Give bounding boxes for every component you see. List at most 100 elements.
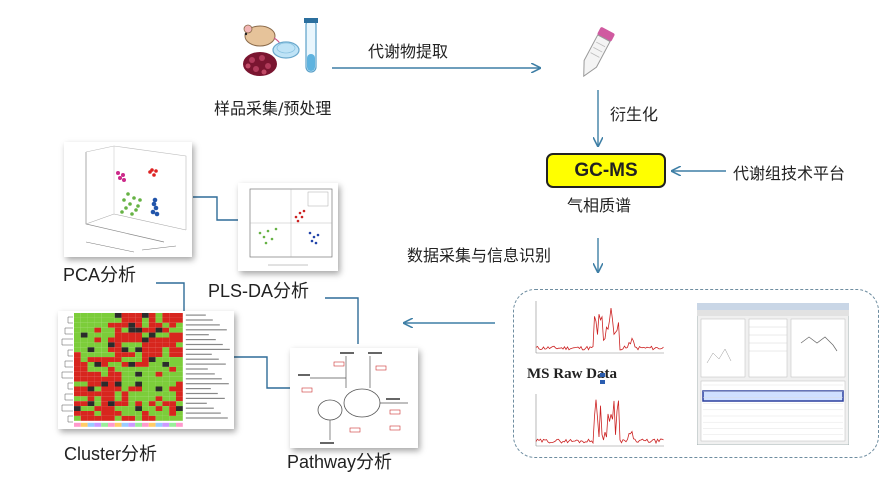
heatmap-cell xyxy=(80,406,88,411)
centrifuge-tube-icon xyxy=(583,27,615,78)
heatmap-cell xyxy=(176,322,183,328)
heatmap-cell xyxy=(101,327,108,333)
heatmap-cell xyxy=(101,381,108,387)
heatmap-cell xyxy=(121,357,129,362)
heatmap-cell xyxy=(176,391,183,397)
heatmap-cell xyxy=(94,362,102,367)
heatmap-cell xyxy=(155,386,163,392)
heatmap-cell xyxy=(128,357,136,362)
heatmap-cell xyxy=(162,313,170,318)
heatmap-cell xyxy=(114,396,122,402)
heatmap-cell xyxy=(80,366,88,372)
heatmap-cell xyxy=(128,376,136,382)
heatmap-cell xyxy=(142,357,149,362)
heatmap-cell xyxy=(108,406,115,411)
heatmap-cell xyxy=(142,371,149,377)
plsda-plot-thumbnail xyxy=(238,183,338,271)
heatmap-cell xyxy=(87,342,95,348)
heatmap-cell xyxy=(108,327,115,333)
heatmap-cell xyxy=(176,352,183,358)
heatmap-cell xyxy=(94,332,102,338)
heatmap-cell xyxy=(155,381,163,387)
heatmap-cell xyxy=(169,396,176,402)
heatmap-cell xyxy=(87,347,95,353)
heatmap-cell xyxy=(148,386,156,392)
heatmap-cell xyxy=(114,386,122,392)
heatmap-cell xyxy=(176,347,183,353)
heatmap-cell xyxy=(87,376,95,382)
heatmap-cell xyxy=(135,376,142,382)
heatmap-cell xyxy=(176,406,183,411)
heatmap-cell xyxy=(142,332,149,338)
heatmap-cell xyxy=(176,327,183,333)
heatmap-cell xyxy=(155,352,163,358)
heatmap-cell xyxy=(74,406,81,411)
heatmap-cell xyxy=(169,381,176,387)
heatmap-cell xyxy=(108,322,115,328)
heatmap-cell xyxy=(135,386,142,392)
heatmap-cell xyxy=(74,347,81,353)
heatmap-cell xyxy=(155,317,163,323)
heatmap-cell xyxy=(80,337,88,343)
heatmap-cell xyxy=(162,386,170,392)
heatmap-cell xyxy=(128,386,136,392)
heatmap-cell xyxy=(121,327,129,333)
heatmap-cell xyxy=(80,415,88,421)
heatmap-cell xyxy=(108,415,115,421)
heatmap-cell xyxy=(94,313,102,318)
heatmap-cell xyxy=(74,386,81,392)
heatmap-cell xyxy=(80,352,88,358)
heatmap-cell xyxy=(74,362,81,367)
heatmap-cell xyxy=(114,332,122,338)
heatmap-cell xyxy=(148,342,156,348)
heatmap-cell xyxy=(169,322,176,328)
ms-raw-data-label: MS Raw Data xyxy=(527,366,617,382)
heatmap-cell xyxy=(128,337,136,343)
heatmap-cell xyxy=(87,371,95,377)
heatmap-cell xyxy=(169,352,176,358)
data-collection-label: 数据采集与信息识别 xyxy=(407,246,552,265)
heatmap-cell xyxy=(101,415,108,421)
heatmap-cell xyxy=(108,317,115,323)
heatmap-cell xyxy=(74,396,81,402)
heatmap-cell xyxy=(148,381,156,387)
pathway-map-thumbnail xyxy=(290,348,418,448)
heatmap-cell xyxy=(169,327,176,333)
heatmap-cell xyxy=(121,415,129,421)
heatmap-cell xyxy=(87,352,95,358)
heatmap-cell xyxy=(169,366,176,372)
heatmap-cell xyxy=(80,381,88,387)
heatmap-cell xyxy=(74,313,81,318)
heatmap-cell xyxy=(162,415,170,421)
ms-spectrum-top xyxy=(535,301,664,354)
heatmap-cell xyxy=(142,381,149,387)
heatmap-cell xyxy=(108,342,115,348)
sample-icons xyxy=(243,18,318,76)
heatmap-cell xyxy=(94,371,102,377)
heatmap-cell xyxy=(162,357,170,362)
heatmap-cell xyxy=(80,401,88,407)
heatmap-cell xyxy=(176,332,183,338)
heatmap-cell xyxy=(121,337,129,343)
heatmap-cell xyxy=(108,386,115,392)
ms-spectrum-bottom xyxy=(535,394,664,447)
heatmap-cell xyxy=(101,362,108,367)
heatmap-cell xyxy=(135,366,142,372)
heatmap-cell xyxy=(74,391,81,397)
heatmap-cell xyxy=(148,396,156,402)
heatmap-cell xyxy=(121,376,129,382)
heatmap-cell xyxy=(114,401,122,407)
pca-label: PCA分析 xyxy=(63,265,137,285)
heatmap-cell xyxy=(80,332,88,338)
heatmap-cell xyxy=(121,406,129,411)
heatmap-cell xyxy=(135,347,142,353)
heatmap-cell xyxy=(142,376,149,382)
cluster-heatmap-thumbnail xyxy=(58,311,234,429)
heatmap-cell xyxy=(87,362,95,367)
heatmap-cell xyxy=(148,371,156,377)
heatmap-cell xyxy=(74,327,81,333)
heatmap-cell xyxy=(169,357,176,362)
heatmap-cell xyxy=(121,371,129,377)
heatmap-cell xyxy=(108,381,115,387)
heatmap-cell xyxy=(94,366,102,372)
